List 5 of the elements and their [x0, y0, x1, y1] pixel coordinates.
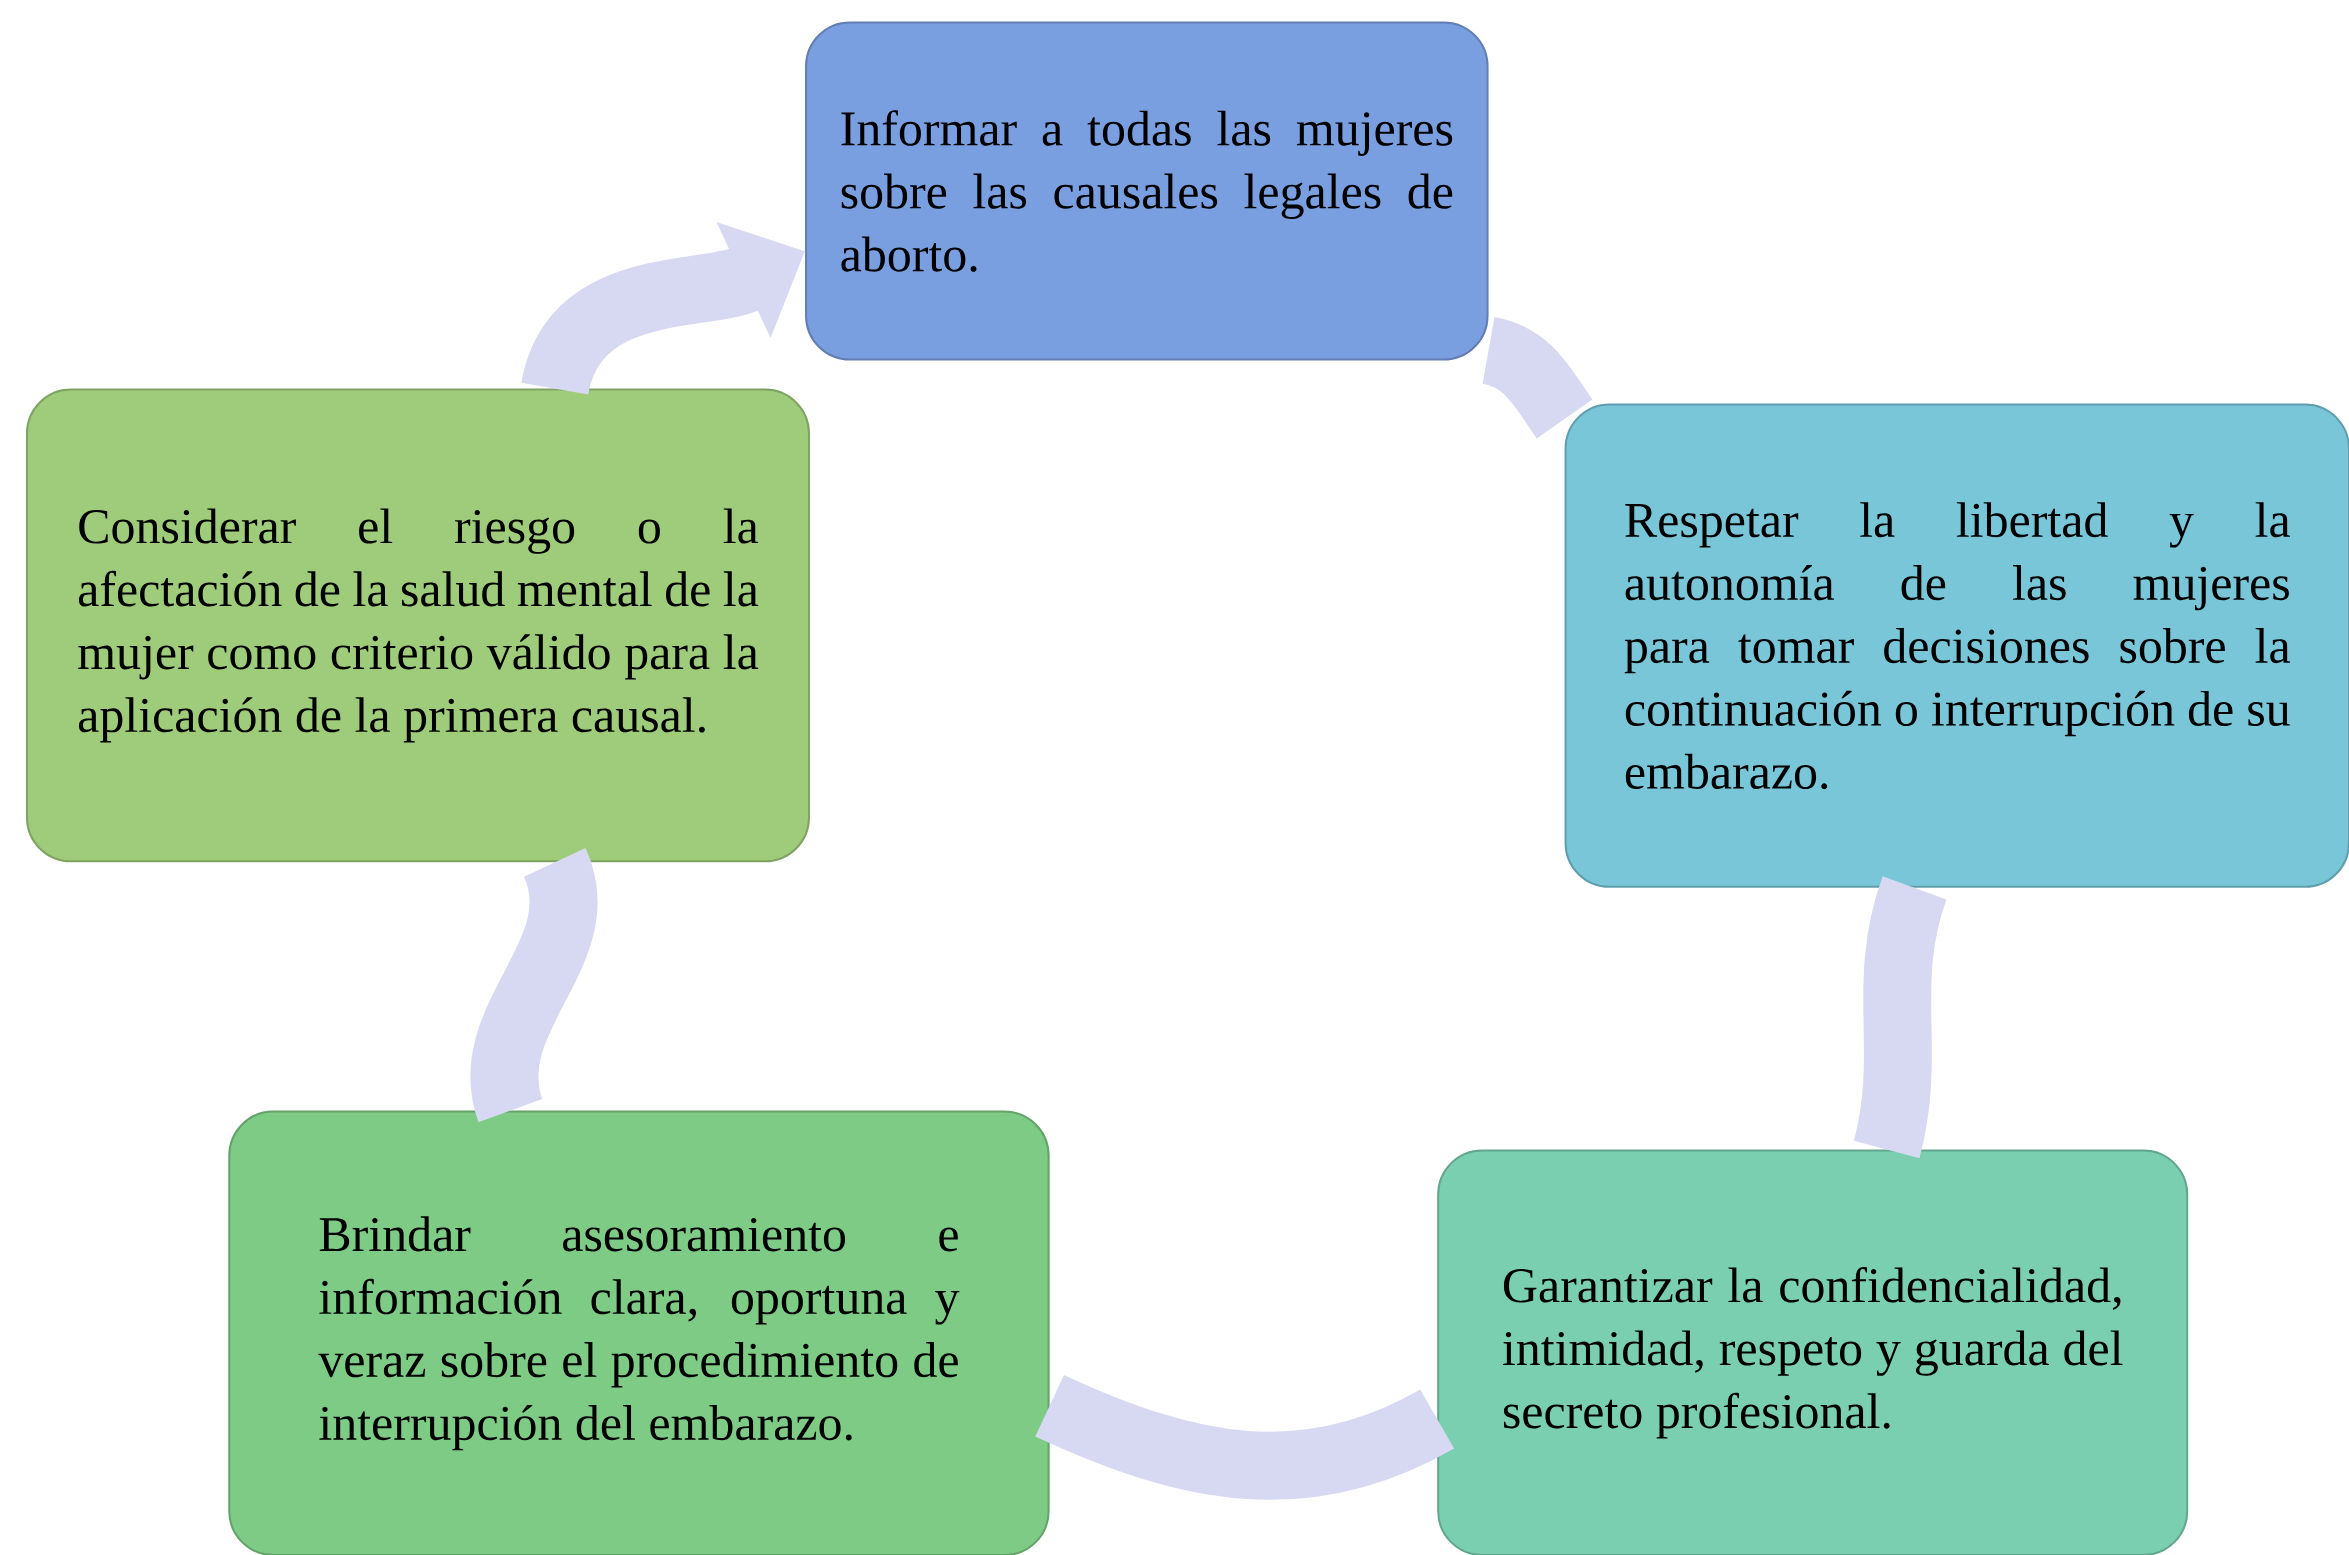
- process-box: Garantizar la confidencialidad, intimidad, respeto y guarda del secreto profesional.: [1437, 1149, 2189, 1555]
- process-box: Respetar la libertad y la autonomía de las mujeres para tomar decisiones sobre la continuación o interrupción de su embarazo.: [1564, 403, 2349, 888]
- process-box: Informar a todas las mujeres sobre las causales legales de aborto.: [805, 21, 1489, 361]
- process-box: Considerar el riesgo o la afectación de la salud mental de la mujer como criterio válido para la aplicación de la primera causal.: [25, 388, 810, 863]
- process-box: Brindar asesoramiento e información clara, oportuna y veraz sobre el procedimiento de interrupción del embarazo.: [228, 1110, 1050, 1555]
